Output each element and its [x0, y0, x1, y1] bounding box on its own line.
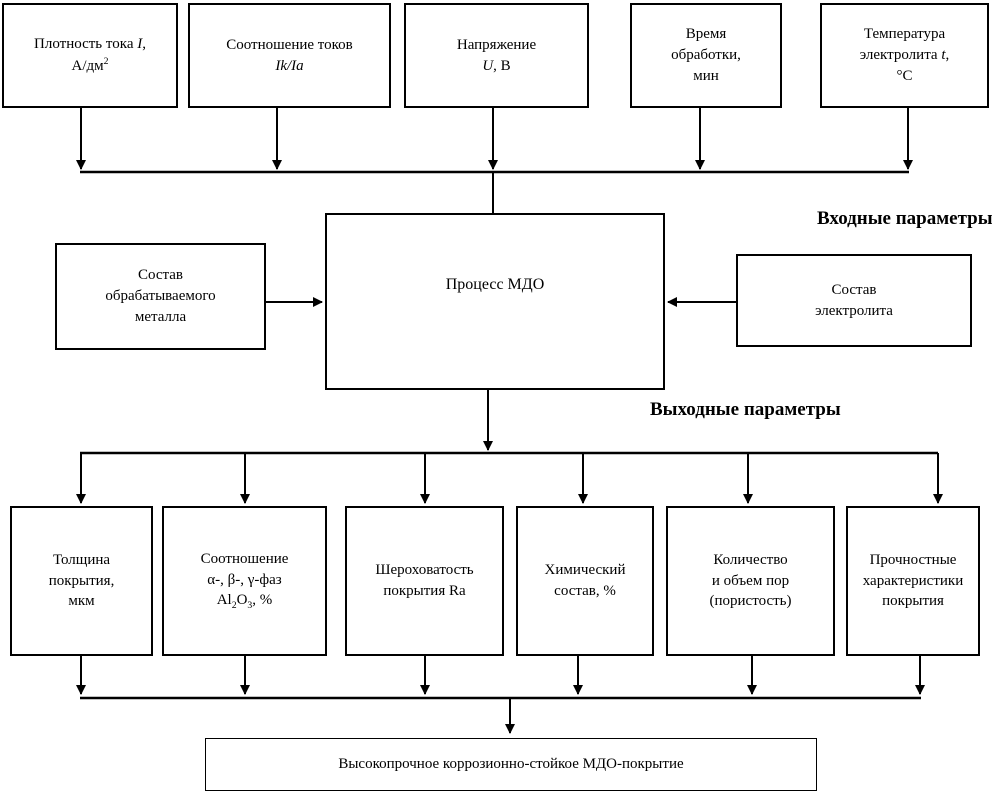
mdo-process-text: Процесс МДО — [445, 276, 545, 294]
input-parameters-label: Входные параметры — [817, 208, 992, 229]
input-box-current-density: Плотность тока I,А/дм2 — [2, 3, 178, 108]
output-branch-connectors — [76, 390, 943, 504]
mdo-coating-result-box: Высокопрочное коррозионно-стойкое МДО-по… — [205, 738, 817, 791]
mdo-process-box: Процесс МДО — [325, 213, 665, 390]
input-box-current-density-text: Плотность тока I,А/дм2 — [34, 36, 146, 74]
result-connectors — [76, 656, 925, 734]
top-input-connectors — [76, 108, 913, 214]
output-parameters-label: Выходные параметры — [650, 399, 841, 420]
mdo-coating-result-text: Высокопрочное коррозионно-стойкое МДО-по… — [338, 756, 684, 773]
